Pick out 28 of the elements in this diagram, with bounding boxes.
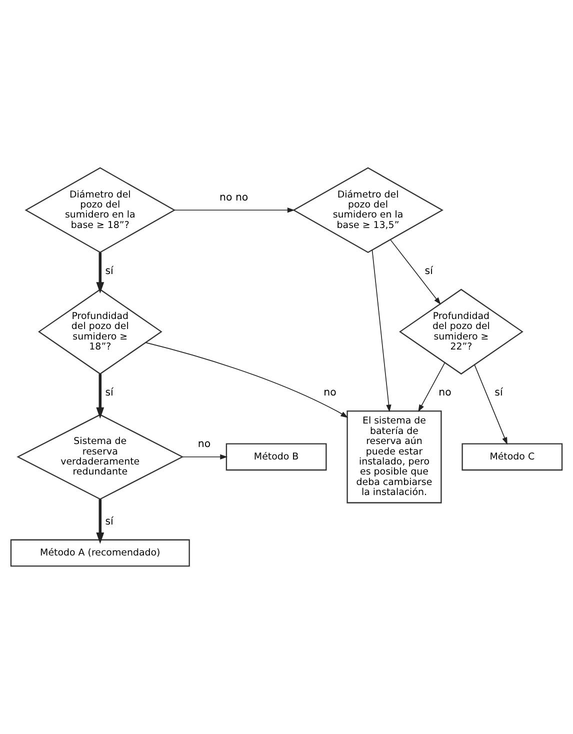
edge-label: no <box>438 388 452 399</box>
node-diamond: Profundidad del pozo del sumidero ≥ 22”? <box>399 288 524 375</box>
arrow <box>174 208 295 213</box>
arrow <box>372 250 392 412</box>
node-box: Método B <box>226 443 327 471</box>
edge-label: sí <box>105 388 114 399</box>
arrow <box>390 240 441 305</box>
node-box: Método A (recomendado) <box>10 539 190 567</box>
edge-label: no no <box>220 192 248 204</box>
node-diamond: Diámetro del pozo del sumidero en la base ≥ 18”? <box>24 167 176 254</box>
edge-label: sí <box>105 516 114 528</box>
arrow <box>96 499 104 544</box>
arrow <box>182 454 228 460</box>
node-box: Método C <box>462 443 563 471</box>
arrow <box>418 362 446 412</box>
edge-label: sí <box>424 266 433 277</box>
edge-label: no <box>198 439 211 450</box>
node-diamond: Sistema de reserva verdaderamente redundante <box>16 414 184 500</box>
edge-label: sí <box>494 388 503 399</box>
arrow <box>474 364 508 445</box>
node-box: El sistema de batería de reserva aún puede estar instalado, pero es posible que deba cambiarse la instalación. <box>346 410 442 504</box>
edge-label: sí <box>105 266 114 277</box>
arrow <box>96 252 104 294</box>
arrow <box>96 374 104 419</box>
arrow <box>145 342 348 418</box>
node-diamond: Profundidad del pozo del sumidero ≥ 18”? <box>38 288 162 375</box>
node-diamond: Diámetro del pozo del sumidero en la base ≥ 13,5” <box>292 167 444 254</box>
edge-label: no <box>324 388 336 399</box>
